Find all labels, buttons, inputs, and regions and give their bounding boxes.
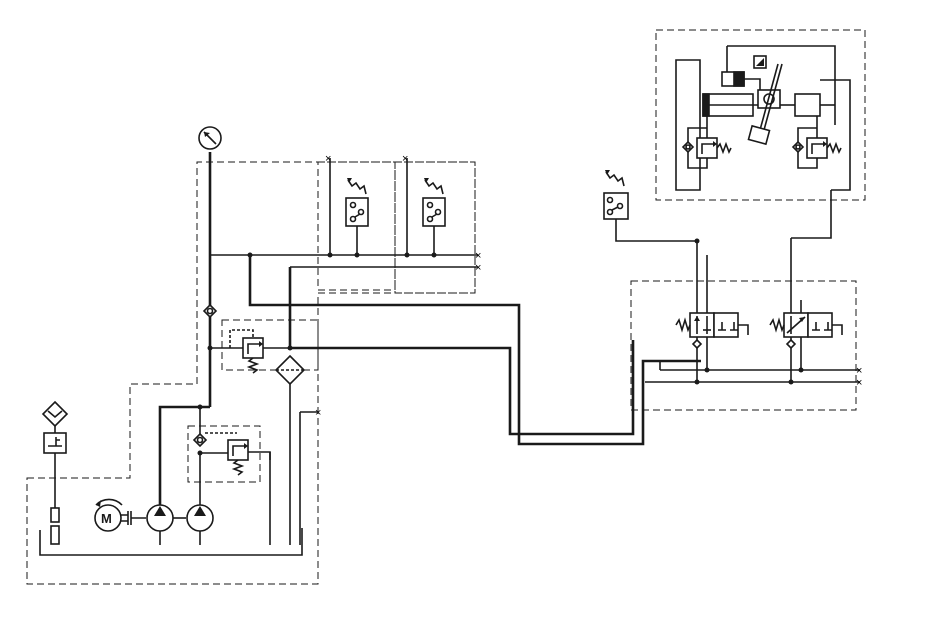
directional-valve-2 (769, 238, 843, 382)
cylinder-relief-valve-left (681, 116, 732, 169)
pump-relief-valve (205, 432, 271, 476)
hydraulic-pump-1 (146, 504, 186, 545)
pump-check-valve (192, 432, 208, 448)
reservoir: × (39, 398, 321, 556)
thermometer-icon (43, 432, 67, 454)
dashed-enclosures (26, 29, 866, 585)
pressure-switch-2-enclosure (394, 161, 476, 294)
pressure-switch-1: × (325, 153, 369, 255)
pressure-gauge (198, 126, 222, 150)
pressure-switch-1-enclosure (317, 161, 396, 291)
valve-2-work-line (791, 190, 832, 239)
pressure-switch-2: × (402, 153, 446, 255)
svg-text:×: × (325, 153, 331, 165)
pressure-reducing-valve (229, 329, 290, 374)
clamp-cylinder-assembly (675, 45, 851, 191)
system-check-valve (202, 303, 218, 319)
main-pressure-lines (207, 152, 478, 407)
return-filter (274, 354, 306, 398)
pump-outlet-lines (158, 404, 237, 505)
valve-manifold-lines: × × (645, 361, 862, 389)
cylinder-relief-valve-right (791, 116, 842, 169)
pump-relief-enclosure (187, 425, 261, 483)
tank-outline (39, 528, 303, 556)
hydraulic-pump-2 (186, 504, 214, 545)
svg-text:×: × (402, 153, 408, 165)
pressure-switch-3 (603, 170, 700, 244)
level-indicator (50, 453, 60, 545)
directional-valve-1 (675, 241, 749, 382)
filler-breather-icon (41, 400, 69, 433)
svg-text:×: × (856, 377, 862, 389)
svg-text:×: × (856, 365, 862, 377)
svg-text:×: × (475, 262, 481, 274)
port-markers: × × (290, 250, 481, 274)
transmission-lines (248, 255, 701, 446)
relief-valve-block-enclosure (221, 319, 319, 371)
clamp-cylinder-enclosure (655, 29, 866, 201)
svg-text:×: × (315, 407, 321, 419)
valve-manifold-enclosure (630, 280, 857, 411)
svg-text:×: × (475, 250, 481, 262)
electric-motor: M (94, 498, 146, 532)
motor-label: M (101, 511, 112, 526)
